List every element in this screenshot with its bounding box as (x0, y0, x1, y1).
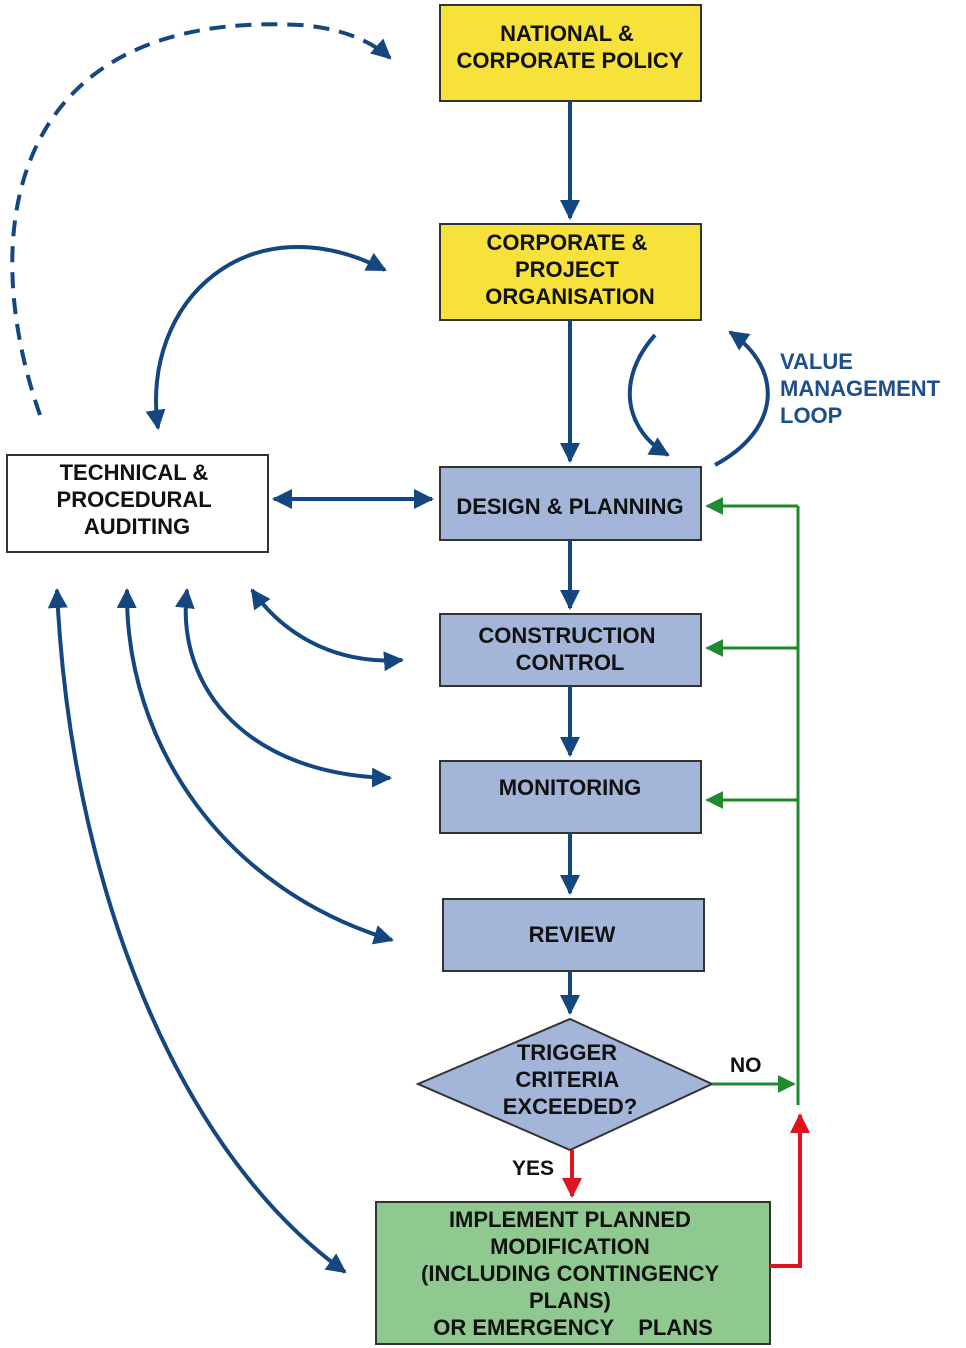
technical-auditing-box (6, 454, 269, 553)
national-policy-box (439, 4, 702, 102)
dashed-arrow-auditing-policy (10, 22, 392, 416)
review-label: REVIEW (529, 922, 616, 947)
value-management-loop-label: VALUE MANAGEMENT LOOP (780, 349, 946, 428)
design-planning-box (439, 466, 702, 541)
monitoring-box (439, 760, 702, 834)
yes-label: YES (512, 1157, 554, 1180)
monitoring-label: MONITORING (499, 775, 642, 800)
technical-auditing-label: TECHNICAL & PROCEDURAL AUDITING (57, 460, 218, 539)
arrow-auditing-implement (47, 588, 347, 1274)
arrow-auditing-construction (250, 588, 404, 672)
arrow-auditing-organisation (145, 244, 387, 430)
red-arrow-implement-return (770, 1113, 810, 1268)
value-loop-arrow-up (714, 330, 770, 467)
implement-modification-label: IMPLEMENT PLANNED MODIFICATION (INCLUDIN… (421, 1207, 725, 1340)
arrow-auditing-review (116, 588, 394, 945)
construction-control-box (439, 613, 702, 687)
design-planning-label: DESIGN & PLANNING (456, 494, 683, 519)
implement-modification-box (375, 1201, 771, 1345)
organisation-box (439, 223, 702, 321)
node-construction-control: CONSTRUCTION CONTROL (439, 613, 702, 687)
node-trigger-criteria: TRIGGER CRITERIA EXCEEDED? (415, 1017, 715, 1152)
value-loop-arrow-down (627, 333, 670, 457)
node-design-planning: DESIGN & PLANNING (439, 466, 702, 541)
organisation-label: CORPORATE & PROJECT ORGANISATION (485, 230, 654, 309)
review-box (442, 898, 705, 972)
node-technical-auditing: TECHNICAL & PROCEDURAL AUDITING (6, 454, 269, 553)
national-policy-label: NATIONAL & CORPORATE POLICY (457, 21, 684, 73)
node-organisation: CORPORATE & PROJECT ORGANISATION (439, 223, 702, 321)
node-monitoring: MONITORING (439, 760, 702, 834)
construction-control-label: CONSTRUCTION CONTROL (478, 623, 661, 675)
node-implement-modification: IMPLEMENT PLANNED MODIFICATION (INCLUDIN… (375, 1201, 771, 1345)
arrow-auditing-monitoring (174, 588, 392, 788)
node-national-policy: NATIONAL & CORPORATE POLICY (439, 4, 702, 102)
node-review: REVIEW (442, 898, 705, 972)
trigger-criteria-label: TRIGGER CRITERIA EXCEEDED? (503, 1040, 637, 1119)
no-label: NO (730, 1054, 762, 1077)
